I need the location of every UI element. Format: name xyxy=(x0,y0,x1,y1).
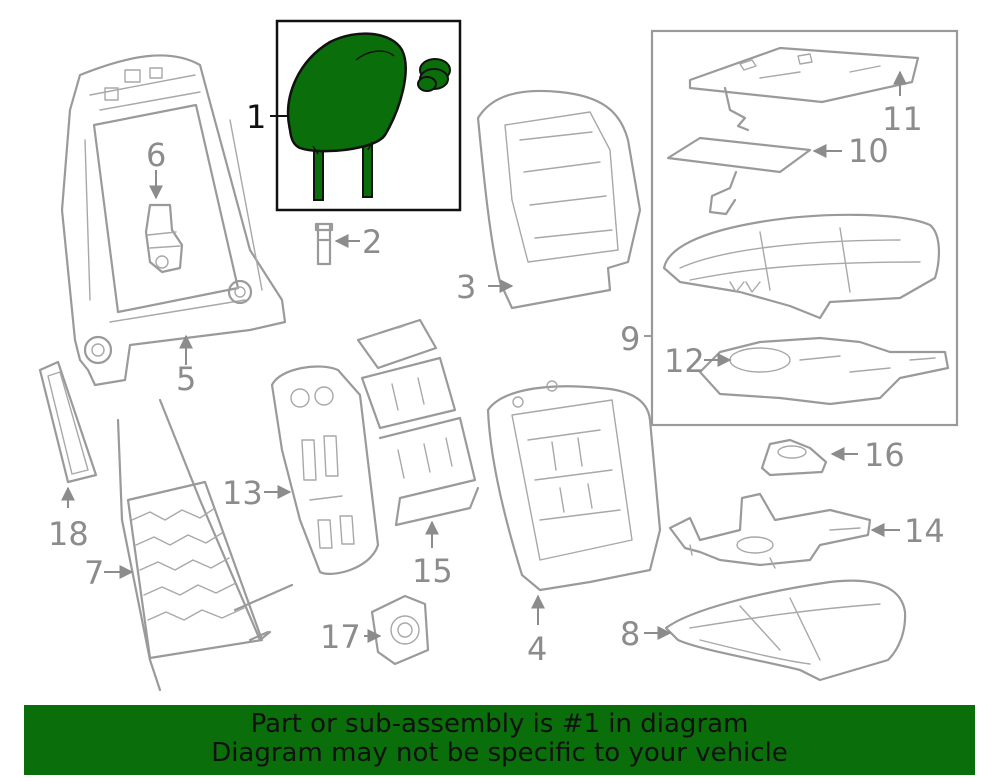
occupant-sensor-part-11: 11 xyxy=(688,46,923,138)
callout-11: 11 xyxy=(882,100,923,138)
recliner-motor-part-6: 6 xyxy=(144,136,184,274)
headrest-part-1[interactable]: 1 xyxy=(246,19,462,212)
heating-pad-part-15: 15 xyxy=(356,318,480,590)
callout-16: 16 xyxy=(864,436,905,474)
cushion-frame-part-12: 12 xyxy=(664,336,950,406)
seat-back-cover-part-3: 3 xyxy=(456,89,642,310)
callout-6: 6 xyxy=(146,136,166,174)
callout-10: 10 xyxy=(848,132,889,170)
callout-9: 9 xyxy=(620,320,640,358)
callout-2: 2 xyxy=(362,223,382,261)
bracket-part-16: 16 xyxy=(760,436,905,477)
callout-7: 7 xyxy=(84,554,104,592)
callout-18: 18 xyxy=(48,515,89,553)
suspension-mat-part-7: 7 xyxy=(84,398,294,692)
headrest-guide-sleeve xyxy=(417,58,451,92)
info-banner: Part or sub-assembly is #1 in diagram Di… xyxy=(24,705,975,775)
banner-line-1: Part or sub-assembly is #1 in diagram xyxy=(250,709,749,739)
seat-cushion-cover-part-8: 8 xyxy=(620,579,907,682)
side-trim-part-18: 18 xyxy=(38,360,98,553)
callout-1: 1 xyxy=(246,98,266,136)
callout-12: 12 xyxy=(664,342,705,380)
guide-part-2: 2 xyxy=(314,222,382,266)
seat-back-frame-part-5: 5 xyxy=(60,54,287,398)
callout-5: 5 xyxy=(176,360,196,398)
seat-adjuster-part-14: 14 xyxy=(668,492,945,569)
banner-line-2: Diagram may not be specific to your vehi… xyxy=(211,738,788,768)
callout-8: 8 xyxy=(620,615,640,653)
seat-back-pad-part-4: 4 xyxy=(486,380,662,668)
callout-3: 3 xyxy=(456,268,476,306)
callout-17: 17 xyxy=(320,618,361,656)
callout-15: 15 xyxy=(412,552,453,590)
speaker-part-17: 17 xyxy=(320,594,430,666)
callout-13: 13 xyxy=(222,474,263,512)
callout-14: 14 xyxy=(904,512,945,550)
seat-cushion-assembly-part-9: 9 xyxy=(620,29,959,427)
lumbar-support-part-13: 13 xyxy=(222,365,380,575)
seat-cushion-pad xyxy=(662,213,940,320)
sensor-module-part-10: 10 xyxy=(666,132,889,216)
callout-4: 4 xyxy=(527,630,547,668)
